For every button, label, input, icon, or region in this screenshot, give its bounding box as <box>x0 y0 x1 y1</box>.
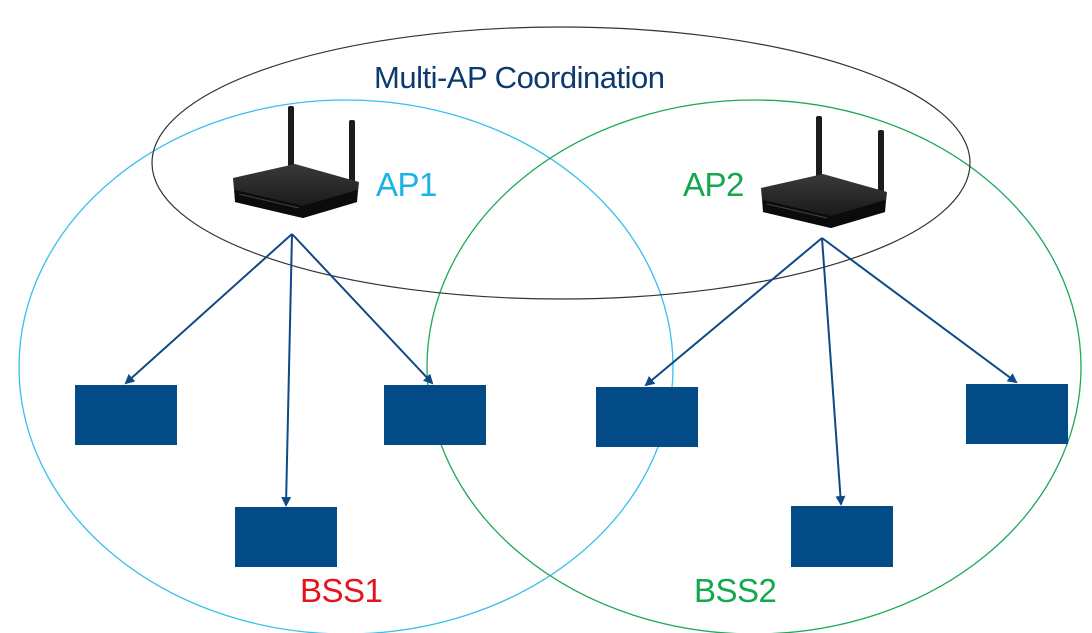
link-arrow <box>644 237 823 387</box>
link-arrow <box>281 233 293 507</box>
link-arrow <box>821 237 846 506</box>
link-arrow <box>821 237 1018 384</box>
link-arrow <box>124 233 293 385</box>
ap2-label: AP2 <box>683 166 744 203</box>
ap1-label: AP1 <box>376 166 437 203</box>
bss2-label: BSS2 <box>694 572 777 609</box>
bss1-coverage-circle <box>18 99 674 633</box>
bss2-coverage-circle <box>426 99 1082 633</box>
diagram-title: Multi-AP Coordination <box>374 60 665 95</box>
coordination-ellipse <box>151 26 971 300</box>
link-arrow <box>291 233 434 385</box>
station-box <box>791 506 893 567</box>
station-box <box>235 507 337 567</box>
station-box <box>596 387 698 447</box>
station-box <box>966 384 1068 444</box>
wireless-router-icon <box>761 116 887 228</box>
station-box <box>75 385 177 445</box>
wireless-router-icon <box>233 106 359 218</box>
station-box <box>384 385 486 445</box>
bss1-label: BSS1 <box>300 572 383 609</box>
